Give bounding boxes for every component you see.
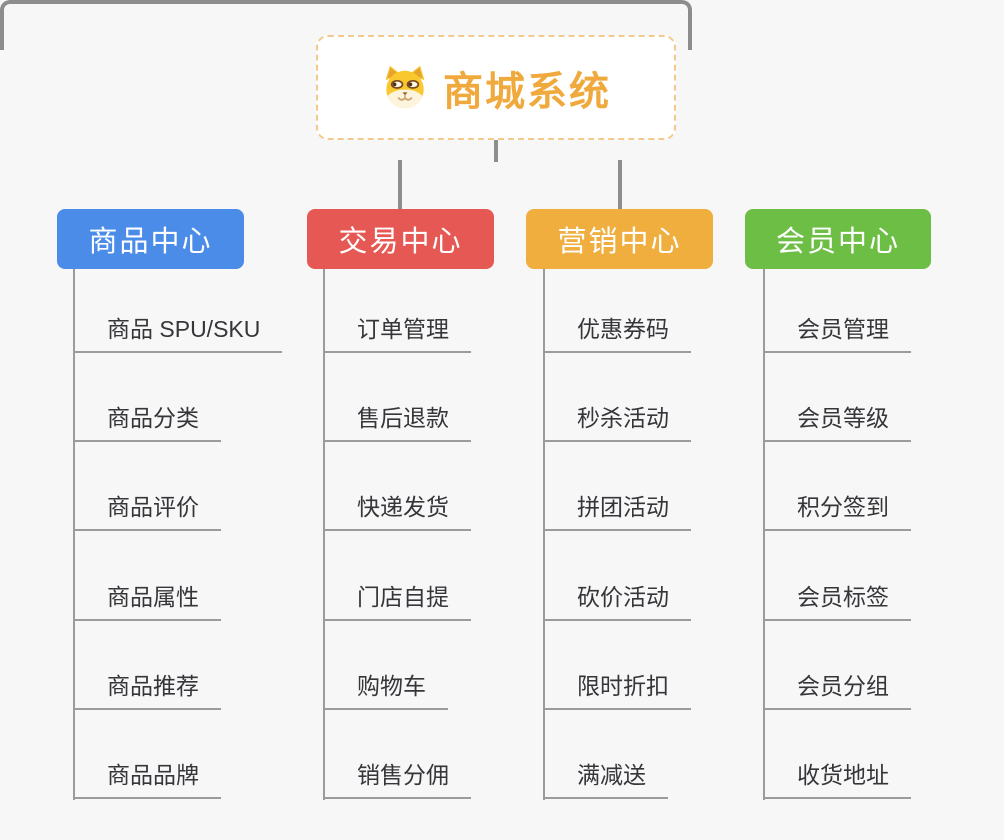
child-topic[interactable]: 商品属性 (73, 575, 221, 621)
child-topic[interactable]: 会员等级 (763, 396, 911, 442)
child-topic[interactable]: 门店自提 (323, 575, 471, 621)
branch-node-label: 营销中心 (557, 226, 682, 258)
child-topic[interactable]: 拼团活动 (543, 485, 691, 531)
child-topic[interactable]: 收货地址 (763, 753, 911, 799)
connector-root-stem (494, 140, 498, 162)
child-topic[interactable]: 快递发货 (323, 485, 471, 531)
root-node-label: 商城系统 (443, 69, 611, 114)
child-topic[interactable]: 商品推荐 (73, 664, 221, 710)
branch-trunk-line (763, 269, 765, 800)
branch-node-label: 交易中心 (338, 226, 463, 258)
branch-node-label: 会员中心 (775, 226, 900, 258)
branch-node-marketing-center[interactable]: 营销中心 (526, 209, 713, 269)
branch-trunk-line (323, 269, 325, 800)
child-topic[interactable]: 会员管理 (763, 307, 911, 353)
child-topic[interactable]: 购物车 (323, 664, 448, 710)
child-topic[interactable]: 会员分组 (763, 664, 911, 710)
child-topic[interactable]: 优惠券码 (543, 307, 691, 353)
dog-face-icon (385, 65, 425, 108)
child-topic[interactable]: 商品品牌 (73, 753, 221, 799)
branch-node-product-center[interactable]: 商品中心 (57, 209, 244, 269)
child-topic[interactable]: 秒杀活动 (543, 396, 691, 442)
root-node[interactable]: 商城系统 (316, 35, 676, 140)
child-topic[interactable]: 商品 SPU/SKU (73, 307, 283, 353)
connector-drop (398, 160, 402, 210)
branch-node-member-center[interactable]: 会员中心 (745, 209, 931, 269)
branch-node-label: 商品中心 (88, 226, 213, 258)
connector-bus (0, 0, 692, 50)
branch-trunk-line (543, 269, 545, 800)
branch-node-trade-center[interactable]: 交易中心 (307, 209, 494, 269)
branch-trunk-line (73, 269, 75, 800)
child-topic[interactable]: 积分签到 (763, 485, 911, 531)
child-topic[interactable]: 商品评价 (73, 485, 221, 531)
child-topic[interactable]: 砍价活动 (543, 575, 691, 621)
child-topic[interactable]: 订单管理 (323, 307, 471, 353)
connector-drop (618, 160, 622, 210)
child-topic[interactable]: 限时折扣 (543, 664, 691, 710)
child-topic[interactable]: 满减送 (543, 753, 668, 799)
child-topic[interactable]: 售后退款 (323, 396, 471, 442)
child-topic[interactable]: 商品分类 (73, 396, 221, 442)
child-topic[interactable]: 会员标签 (763, 575, 911, 621)
child-topic[interactable]: 销售分佣 (323, 753, 471, 799)
